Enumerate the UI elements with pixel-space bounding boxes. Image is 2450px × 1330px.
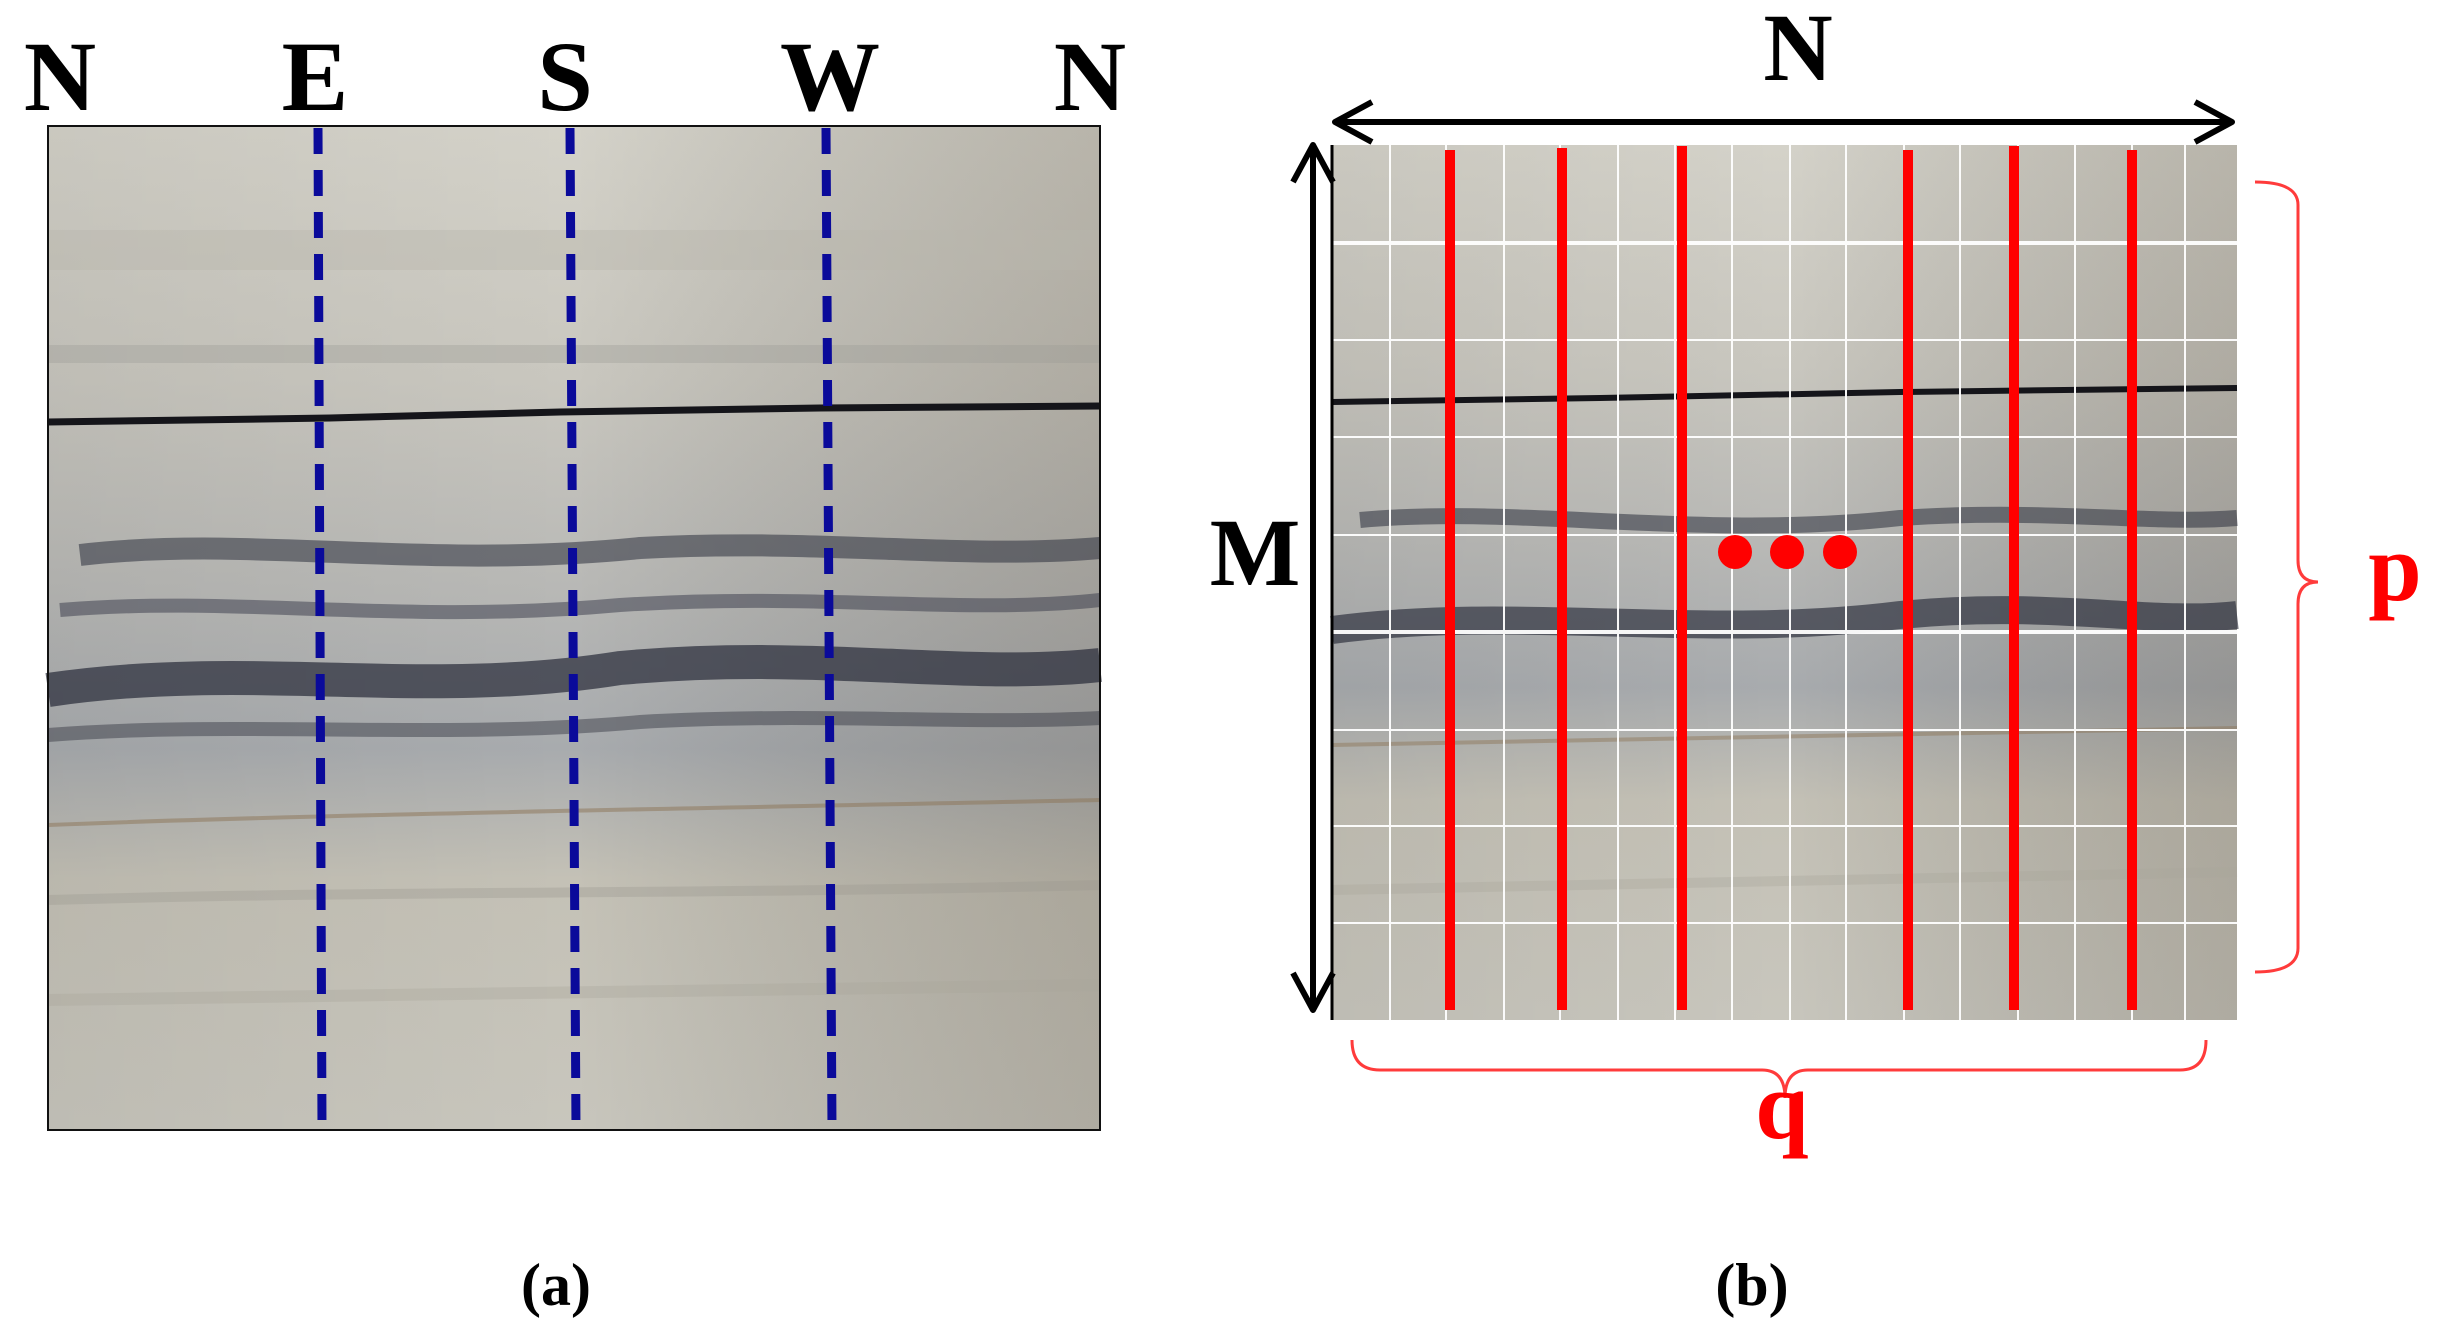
direction-label-south: S: [537, 21, 593, 132]
ellipsis-dot: [1823, 535, 1857, 569]
row-brace: [2254, 180, 2319, 974]
height-arrow: [1290, 142, 1336, 1013]
width-label: N: [1763, 0, 1832, 101]
column-brace: [1350, 1039, 2208, 1099]
caption-b: (b): [1715, 1252, 1788, 1318]
height-label: M: [1210, 499, 1301, 606]
ellipsis-dot: [1770, 535, 1804, 569]
core-image-b: [1330, 145, 2239, 1020]
width-arrow: [1332, 99, 2235, 145]
direction-labels: N E S W N: [24, 21, 1126, 132]
ellipsis-dot: [1718, 535, 1752, 569]
direction-label-east: E: [282, 21, 349, 132]
highlighted-columns: [1445, 146, 2137, 1010]
panel-b: N M p q (b): [1210, 0, 2422, 1318]
row-label: p: [2368, 514, 2421, 621]
direction-label-north-right: N: [1054, 21, 1126, 132]
direction-label-north-left: N: [24, 21, 96, 132]
panel-a: N E S W N (a): [24, 21, 1126, 1318]
caption-a: (a): [521, 1252, 591, 1318]
direction-label-west: W: [780, 21, 880, 132]
core-image-a: [45, 125, 1102, 1131]
ellipsis-dots: [1718, 535, 1857, 569]
column-label: q: [1755, 1052, 1808, 1159]
